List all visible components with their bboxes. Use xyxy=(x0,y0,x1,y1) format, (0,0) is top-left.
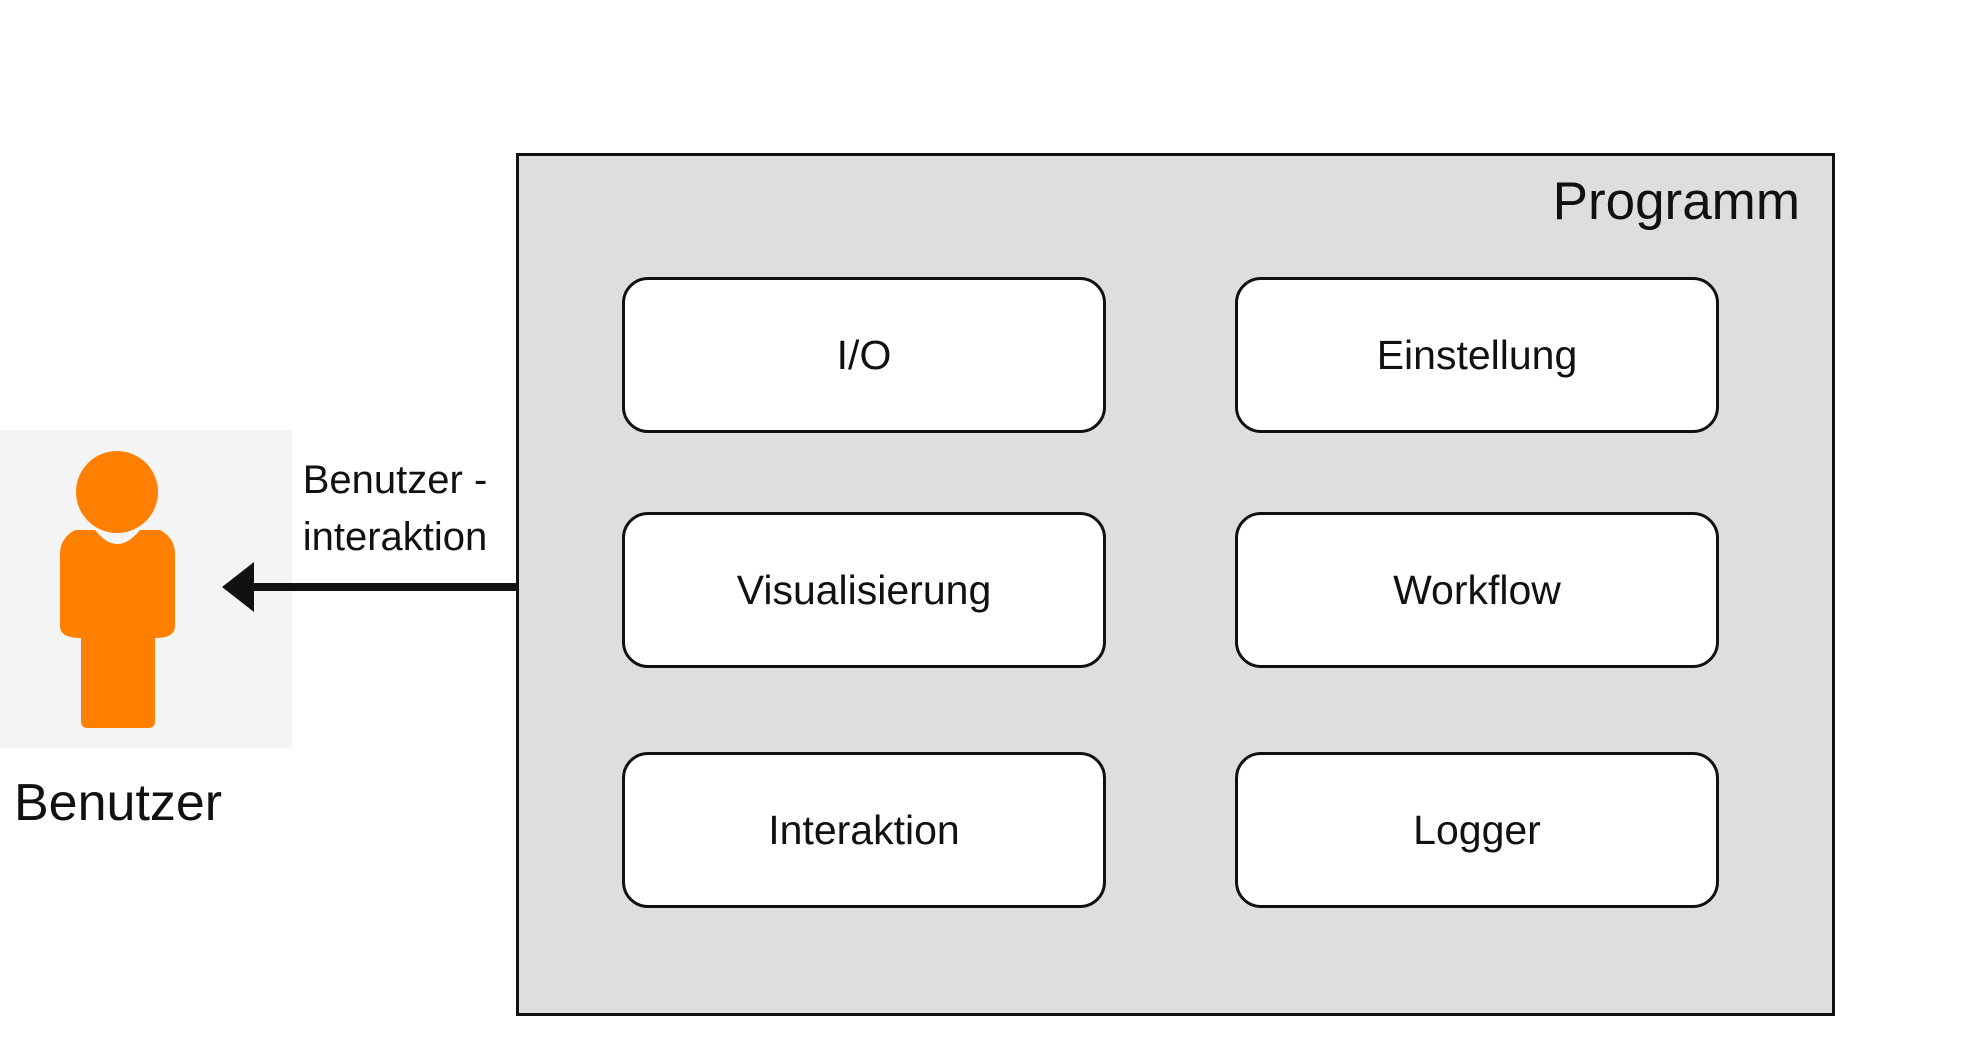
module-logger: Logger xyxy=(1235,752,1719,908)
interaction-label-line-2: interaktion xyxy=(302,515,488,559)
interaction-label: Benutzer - interaktion xyxy=(270,452,520,566)
module-einstellung: Einstellung xyxy=(1235,277,1719,433)
module-interaktion: Interaktion xyxy=(622,752,1106,908)
module-io: I/O xyxy=(622,277,1106,433)
person-icon xyxy=(60,451,175,728)
program-title: Programm xyxy=(1552,172,1800,231)
user-label: Benutzer xyxy=(14,774,223,832)
module-workflow: Workflow xyxy=(1235,512,1719,668)
program-container: Programm I/O Einstellung Visualisierung … xyxy=(516,153,1835,1016)
module-visualisierung: Visualisierung xyxy=(622,512,1106,668)
arrow-shaft xyxy=(252,583,564,591)
arrow-head-left xyxy=(222,562,254,612)
person-body xyxy=(60,530,175,728)
interaction-label-line-1: Benutzer - xyxy=(302,458,488,502)
person-head xyxy=(76,451,158,533)
